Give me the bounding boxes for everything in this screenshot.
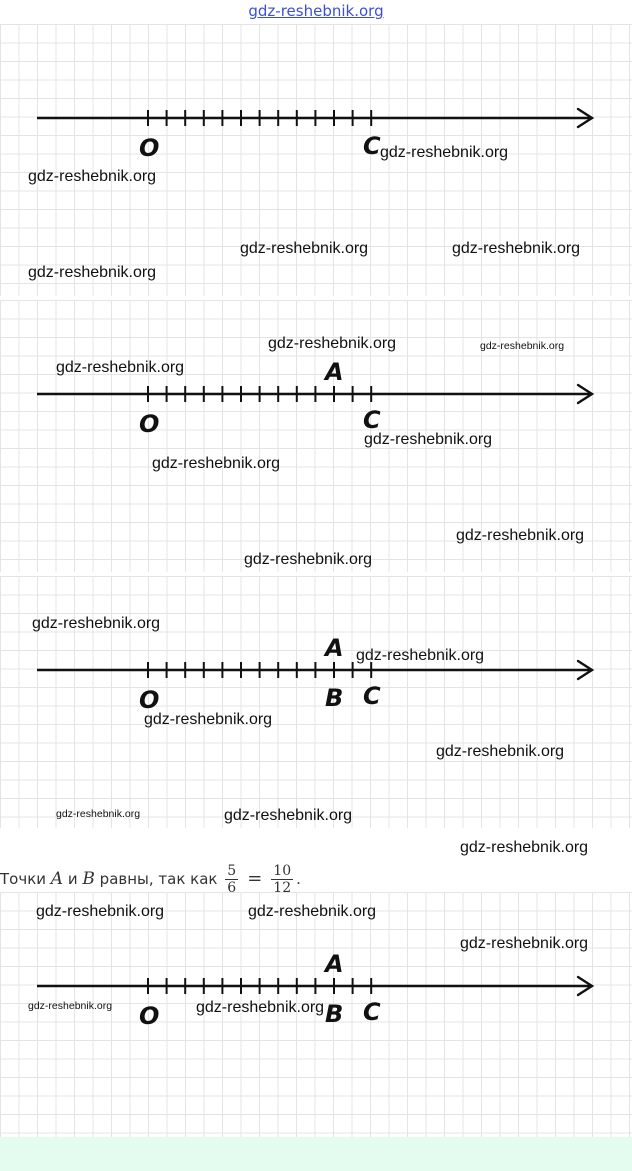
watermark: gdz-reshebnik.org <box>28 168 157 185</box>
watermark: gdz-reshebnik.org <box>56 808 141 820</box>
footer-bar <box>0 1137 632 1171</box>
point-label-b: B <box>325 1000 344 1028</box>
arrow-head <box>576 659 595 681</box>
watermark: gdz-reshebnik.org <box>28 264 157 281</box>
point-label-b: B <box>325 684 344 712</box>
watermark: gdz-reshebnik.org <box>56 359 185 376</box>
watermark: gdz-reshebnik.org <box>240 240 369 257</box>
arrow-head <box>576 107 595 129</box>
watermark: gdz-reshebnik.org <box>436 743 565 760</box>
fraction-numerator: 5 <box>225 863 239 880</box>
watermark: gdz-reshebnik.org <box>28 1000 113 1012</box>
fraction-denominator: 6 <box>227 880 237 896</box>
watermark: gdz-reshebnik.org <box>144 711 273 728</box>
figure-1-panel: O C gdz-reshebnik.org gdz-reshebnik.org … <box>0 24 632 296</box>
watermark: gdz-reshebnik.org <box>196 999 325 1016</box>
number-line-4 <box>37 975 595 997</box>
watermark: gdz-reshebnik.org <box>152 455 281 472</box>
watermark: gdz-reshebnik.org <box>460 935 589 952</box>
statement-conj: и <box>67 870 78 888</box>
watermark: gdz-reshebnik.org <box>268 335 397 352</box>
watermark: gdz-reshebnik.org <box>244 551 373 568</box>
point-label-c: C <box>363 682 381 710</box>
point-label-c: C <box>363 132 381 160</box>
statement-point-b: B <box>82 869 95 889</box>
arrow-head <box>576 975 595 997</box>
number-line-1 <box>37 107 595 129</box>
watermark: gdz-reshebnik.org <box>356 647 485 664</box>
arrow-head <box>576 383 595 405</box>
watermark: gdz-reshebnik.org <box>36 903 165 920</box>
statement-middle: равны, так как <box>99 870 218 888</box>
equals-sign: = <box>247 868 263 889</box>
watermark: gdz-reshebnik.org <box>480 340 565 352</box>
point-label-a: A <box>325 634 344 662</box>
statement-point-a: A <box>50 869 64 889</box>
number-line-2 <box>37 383 595 405</box>
point-label-a: A <box>325 950 344 978</box>
site-link[interactable]: gdz-reshebnik.org <box>248 2 384 20</box>
watermark: gdz-reshebnik.org <box>452 240 581 257</box>
watermark: gdz-reshebnik.org <box>32 615 161 632</box>
figure-4-panel: A O B C gdz-reshebnik.org gdz-reshebnik.… <box>0 892 632 1137</box>
watermark: gdz-reshebnik.org <box>224 807 353 824</box>
point-label-o: O <box>139 410 160 438</box>
point-label-c: C <box>363 998 381 1026</box>
statement-band <box>0 848 632 890</box>
statement-end: . <box>296 870 301 888</box>
point-label-a: A <box>325 358 344 386</box>
watermark: gdz-reshebnik.org <box>248 903 377 920</box>
point-label-o: O <box>139 686 160 714</box>
watermark: gdz-reshebnik.org <box>380 144 509 161</box>
watermark: gdz-reshebnik.org <box>456 527 585 544</box>
point-label-c: C <box>363 406 381 434</box>
point-label-o: O <box>139 1002 160 1030</box>
statement-prefix: Точки <box>0 870 47 888</box>
watermark: gdz-reshebnik.org <box>460 839 589 856</box>
watermark: gdz-reshebnik.org <box>364 431 493 448</box>
number-line-3 <box>37 659 595 681</box>
fraction-numerator: 10 <box>271 863 294 880</box>
figure-3-panel: A O B C gdz-reshebnik.org gdz-reshebnik.… <box>0 576 632 828</box>
figure-2-panel: A O C gdz-reshebnik.org gdz-reshebnik.or… <box>0 300 632 572</box>
point-label-o: O <box>139 134 160 162</box>
